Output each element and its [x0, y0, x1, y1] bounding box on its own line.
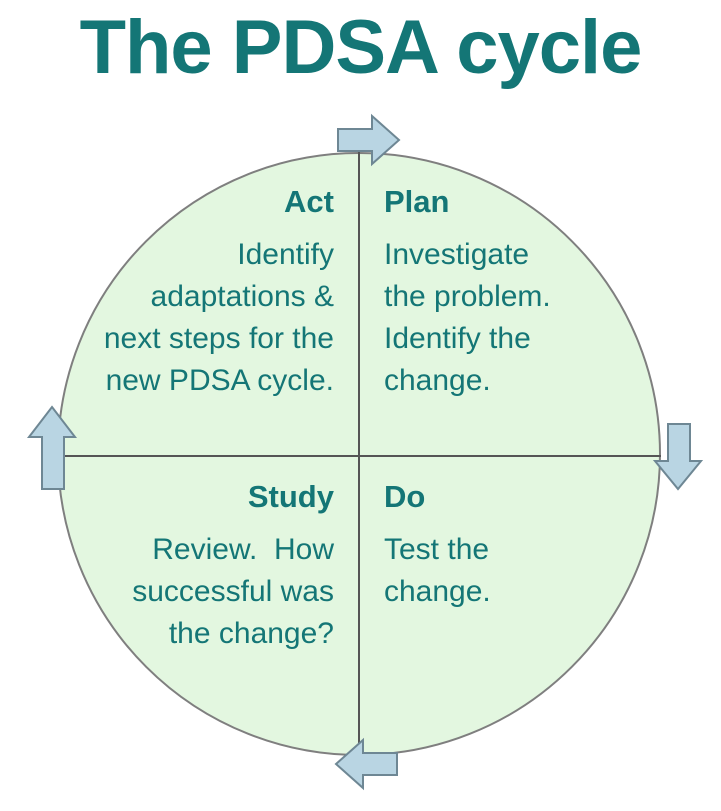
study-heading: Study	[247, 479, 334, 514]
quadrant-do: Do Test the change.	[384, 478, 614, 613]
page-title: The PDSA cycle	[79, 5, 643, 90]
act-description: Identify adaptations & next steps for th…	[103, 238, 334, 398]
do-description: Test the change.	[384, 533, 491, 609]
act-heading: Act	[284, 184, 334, 219]
arrow-down-icon	[652, 423, 704, 491]
arrow-left-icon	[334, 737, 398, 791]
horizontal-divider-line	[57, 455, 661, 457]
quadrant-plan: Plan Investigate the problem. Identify t…	[384, 183, 644, 402]
plan-heading: Plan	[384, 184, 450, 219]
quadrant-study: Study Review. How successful was the cha…	[34, 478, 334, 655]
plan-description: Investigate the problem. Identify the ch…	[384, 238, 551, 398]
vertical-divider-line	[358, 152, 360, 756]
study-description: Review. How successful was the change?	[132, 533, 334, 651]
arrow-up-icon	[26, 405, 78, 490]
do-heading: Do	[384, 479, 426, 514]
arrow-right-icon	[337, 113, 401, 167]
quadrant-act: Act Identify adaptations & next steps fo…	[44, 183, 334, 402]
